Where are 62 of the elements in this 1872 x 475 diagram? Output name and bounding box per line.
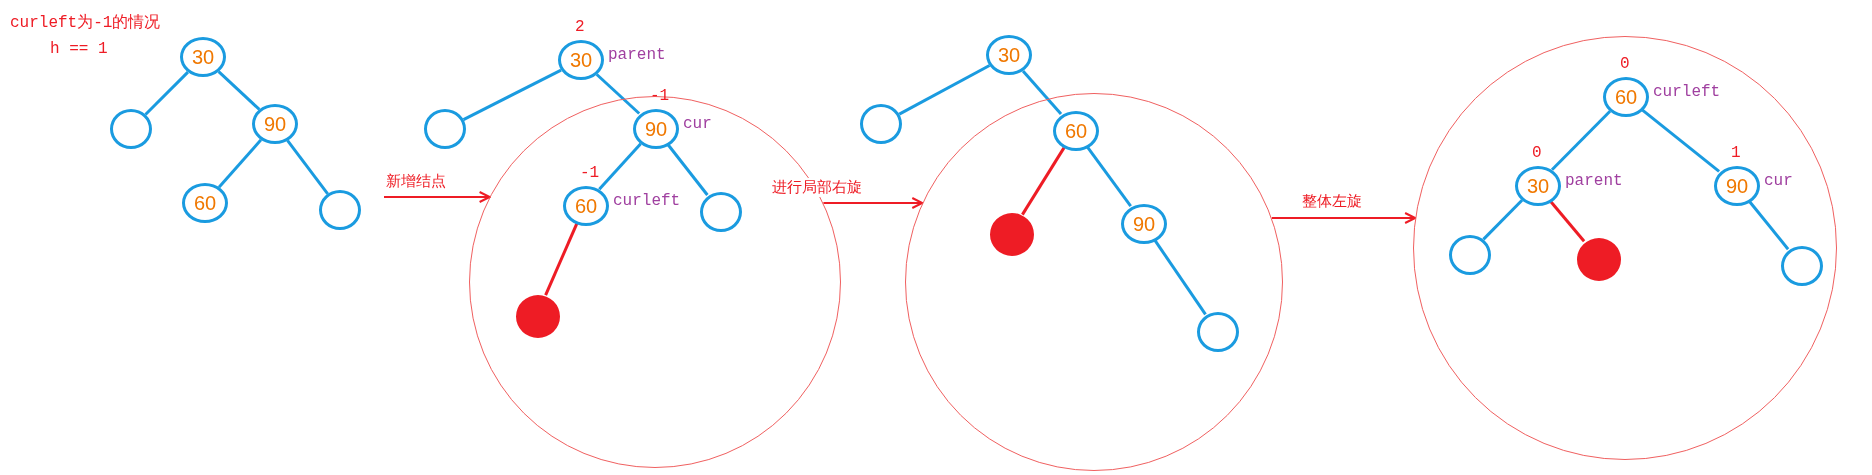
pointer-label: parent: [1565, 172, 1623, 190]
tree-node: 60: [1053, 111, 1099, 151]
empty-node: [424, 109, 466, 149]
tree-edge: [666, 143, 709, 196]
tree-edge: [1482, 199, 1524, 241]
empty-node: [860, 104, 902, 144]
tree-edge: [1550, 110, 1612, 171]
tree-node: 30: [986, 35, 1032, 75]
empty-node: [319, 190, 361, 230]
balance-factor: 2: [575, 18, 585, 36]
tree-node: 30: [180, 37, 226, 77]
tree-edge: [286, 139, 329, 195]
pointer-label: cur: [1764, 172, 1793, 190]
new-node: [990, 212, 1034, 256]
tree-edge: [598, 142, 642, 191]
pointer-label: cur: [683, 115, 712, 133]
pointer-label: curleft: [613, 192, 681, 210]
note-text: h == 1: [50, 40, 108, 58]
balance-factor: 1: [1731, 144, 1741, 162]
new-node: [516, 294, 560, 338]
pointer-label: parent: [608, 46, 666, 64]
new-node: [1577, 237, 1621, 281]
note-text: curleft为-1的情况: [10, 13, 161, 33]
tree-node: 60: [1603, 77, 1649, 117]
tree-node: 60: [563, 186, 609, 226]
tree-edge: [1021, 69, 1063, 116]
tree-node: 30: [558, 40, 604, 80]
tree-edge: [898, 64, 991, 116]
pointer-label: curleft: [1653, 83, 1721, 101]
tree-edge: [1021, 146, 1066, 216]
tree-node: 60: [182, 183, 228, 223]
balance-factor: -1: [580, 164, 600, 182]
tree-edge: [217, 70, 261, 111]
tree-node: 90: [1121, 204, 1167, 244]
arrow: [822, 197, 924, 209]
tree-edge: [217, 138, 263, 189]
edge-label: 新增结点: [386, 172, 446, 191]
tree-edge: [462, 68, 562, 121]
tree-edge: [1086, 146, 1132, 207]
tree-edge: [1748, 200, 1790, 251]
tree-edge: [1549, 200, 1586, 243]
balance-factor: 0: [1620, 55, 1630, 73]
empty-node: [110, 109, 152, 149]
tree-edge: [544, 223, 579, 296]
tree-node: 90: [1714, 166, 1760, 206]
empty-node: [700, 192, 742, 232]
tree-edge: [595, 73, 641, 115]
tree-edge: [144, 71, 189, 116]
balance-factor: 0: [1532, 144, 1542, 162]
arrow: [383, 191, 491, 203]
tree-node: 90: [252, 104, 298, 144]
tree-node: 90: [633, 109, 679, 149]
tree-node: 30: [1515, 166, 1561, 206]
balance-factor: -1: [650, 87, 670, 105]
tree-edge: [1153, 239, 1207, 316]
arrow: [1270, 212, 1417, 224]
empty-node: [1449, 235, 1491, 275]
tree-edge: [1640, 108, 1721, 173]
edge-label: 整体左旋: [1302, 192, 1362, 211]
edge-label: 进行局部右旋: [772, 178, 862, 197]
empty-node: [1197, 312, 1239, 352]
empty-node: [1781, 246, 1823, 286]
